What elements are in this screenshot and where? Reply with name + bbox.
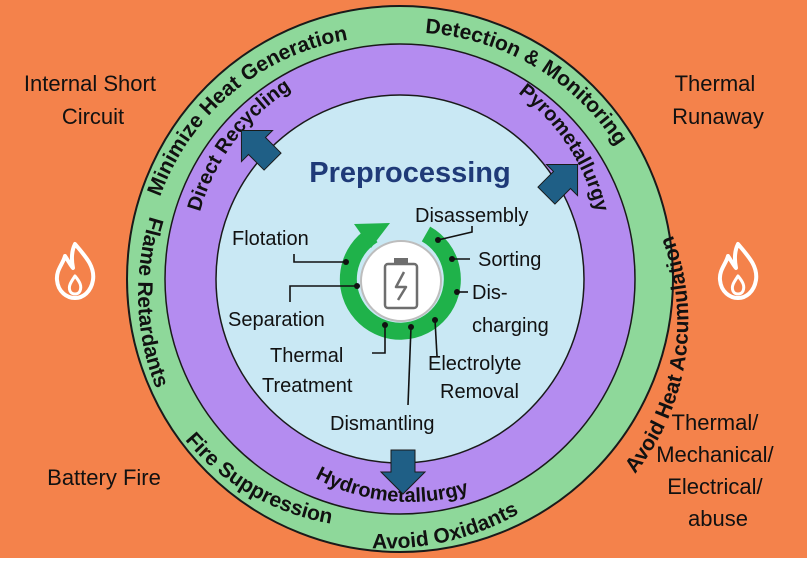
lightning-icon xyxy=(394,271,408,301)
center-title: Preprocessing xyxy=(309,157,510,189)
battery-icon xyxy=(360,240,442,322)
step-disassembly: Disassembly xyxy=(415,205,528,227)
corner-bottom-right: Thermal/ Mechanical/ Electrical/ abuse xyxy=(656,410,780,531)
corner-top-right-line2: Runaway xyxy=(672,104,764,129)
corner-bottom-right-line2: Mechanical/ xyxy=(656,442,774,467)
step-discharging: Dis- charging xyxy=(472,282,549,337)
step-flotation: Flotation xyxy=(232,228,309,250)
step-discharging-line2: charging xyxy=(472,315,549,337)
step-dismantling: Dismantling xyxy=(330,413,434,435)
step-discharging-line1: Dis- xyxy=(472,282,508,304)
corner-top-left-line1: Internal Short xyxy=(24,71,156,96)
step-electrolyte-removal: Electrolyte Removal xyxy=(428,353,527,403)
up-arrow-icon xyxy=(537,163,579,205)
step-thermal-line1: Thermal xyxy=(270,345,343,367)
corner-bottom-left: Battery Fire xyxy=(47,465,161,490)
corner-bottom-right-line4: abuse xyxy=(688,506,748,531)
corner-bottom-right-line3: Electrical/ xyxy=(667,474,763,499)
step-thermal-line2: Treatment xyxy=(262,375,353,397)
up-arrow-icon xyxy=(240,129,282,171)
corner-top-right-line1: Thermal xyxy=(675,71,756,96)
down-arrow-icon xyxy=(379,449,427,495)
step-thermal-treatment: Thermal Treatment xyxy=(262,345,353,397)
corner-bottom-left-line1: Battery Fire xyxy=(47,465,161,490)
corner-bottom-right-line1: Thermal/ xyxy=(672,410,760,435)
step-electrolyte-line1: Electrolyte xyxy=(428,353,521,375)
corner-top-left-line2: Circuit xyxy=(62,104,124,129)
step-sorting: Sorting xyxy=(478,249,541,271)
step-separation: Separation xyxy=(228,309,325,331)
corner-top-right: Thermal Runaway xyxy=(672,71,764,129)
cycle-arrow-icon xyxy=(339,223,461,340)
corner-top-left: Internal Short Circuit xyxy=(24,71,162,129)
step-electrolyte-line2: Removal xyxy=(440,381,519,403)
